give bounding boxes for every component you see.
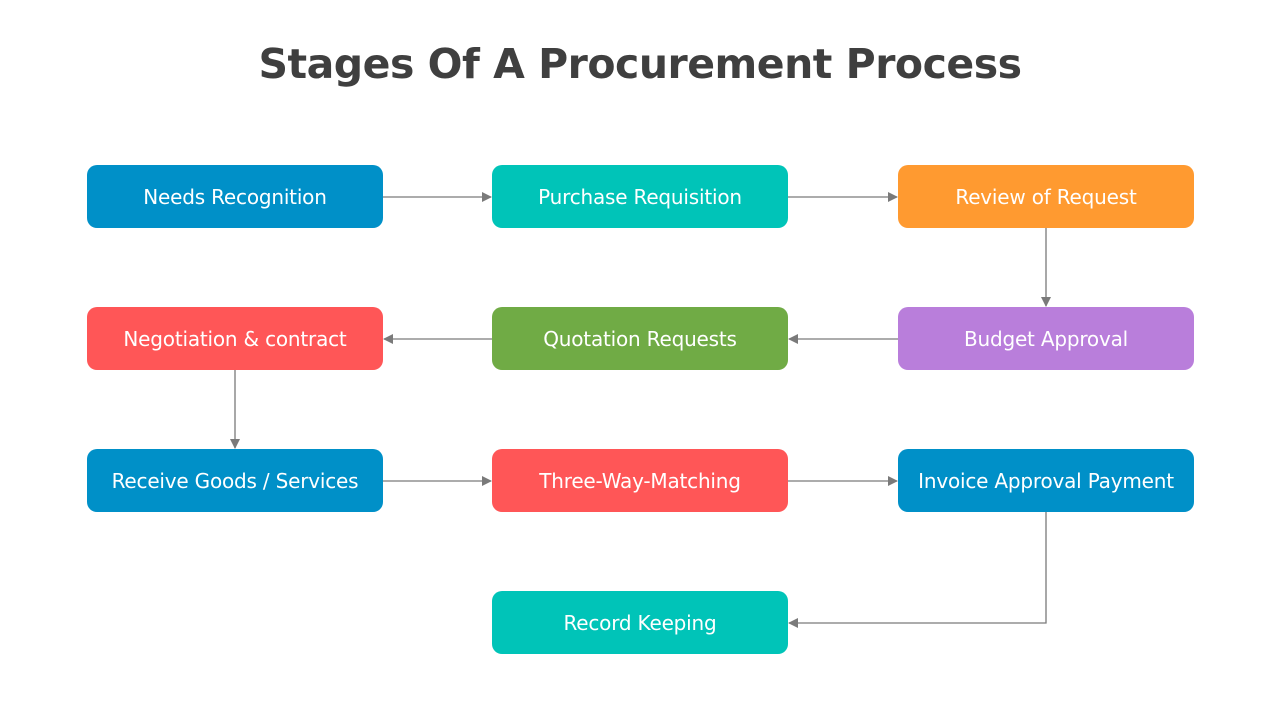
stage-invoice-approval-payment: Invoice Approval Payment: [898, 449, 1194, 512]
stage-review-of-request: Review of Request: [898, 165, 1194, 228]
stage-budget-approval: Budget Approval: [898, 307, 1194, 370]
stage-purchase-requisition: Purchase Requisition: [492, 165, 788, 228]
stage-negotiation-contract: Negotiation & contract: [87, 307, 383, 370]
arrow-invoice-to-record: [788, 512, 1047, 628]
stage-record-keeping: Record Keeping: [492, 591, 788, 654]
page-title: Stages Of A Procurement Process: [258, 40, 1023, 88]
stage-three-way-matching: Three-Way-Matching: [492, 449, 788, 512]
stage-needs-recognition: Needs Recognition: [87, 165, 383, 228]
stage-quotation-requests: Quotation Requests: [492, 307, 788, 370]
stage-receive-goods-services: Receive Goods / Services: [87, 449, 383, 512]
